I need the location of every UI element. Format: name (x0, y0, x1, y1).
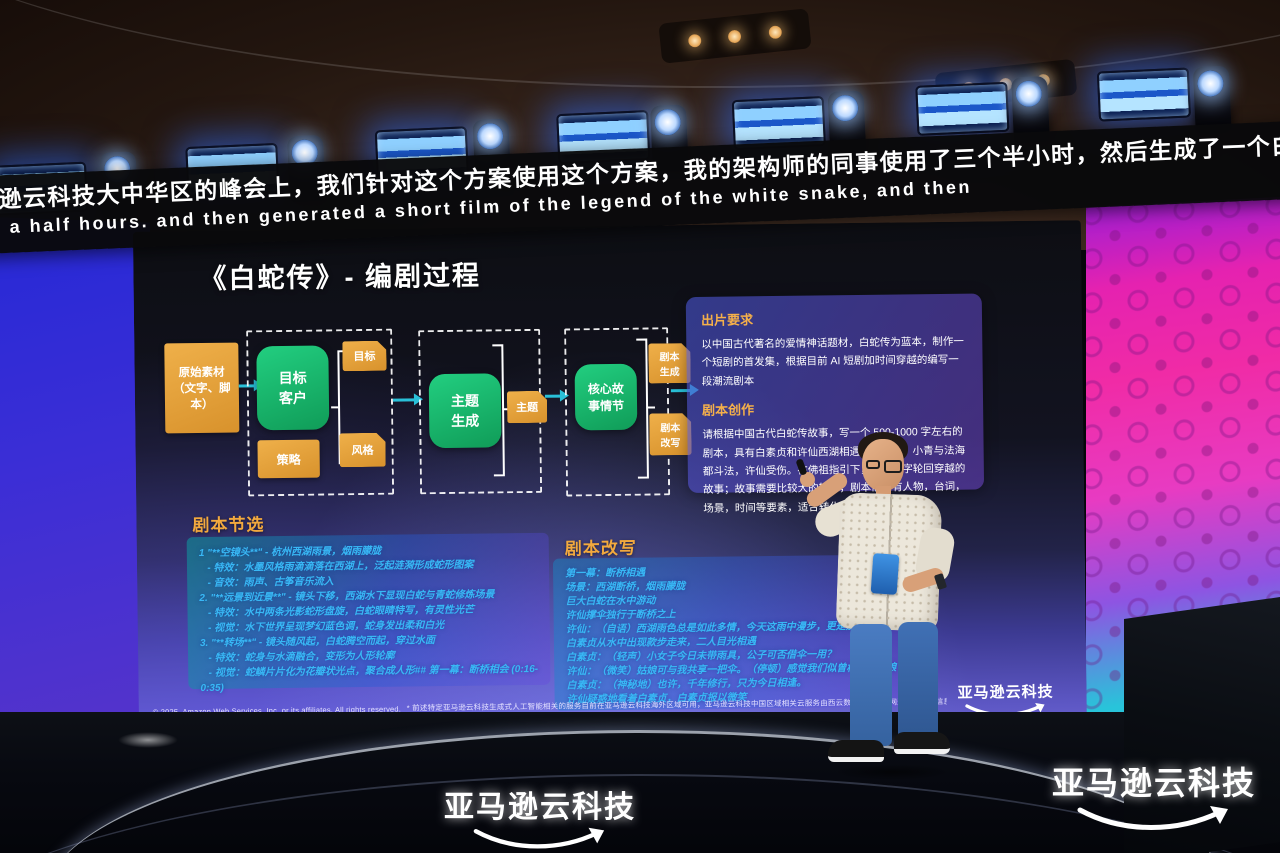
flow-tag-theme: 主题 (507, 391, 547, 423)
flow-arrow-icon (392, 398, 415, 402)
flow-arrow-icon (544, 394, 561, 398)
stage-edge-glow (118, 732, 178, 748)
aws-smile-logo: 亚马逊云科技 (1028, 758, 1280, 834)
excerpt-line: - 视觉：蛇鳞片片化为花瓣状光点，聚合成人形## 第一幕：断桥相会 (0:16-… (200, 663, 539, 695)
presenter-clicker (795, 458, 808, 476)
flow-tag-goal: 目标 (342, 341, 386, 372)
presenter-left-shoe (828, 740, 884, 762)
presenter-glasses (866, 460, 902, 473)
creation-heading: 剧本创作 (702, 402, 755, 418)
excerpt-box: 1 "**空镜头**" - 杭州西湖雨景，烟雨朦胧 - 特效：水墨风格雨滴滴落在… (186, 532, 551, 694)
flow-core-story-box: 核心故 事情节 (574, 363, 638, 431)
presenter-badge (870, 553, 900, 595)
left-led-panel (0, 217, 150, 747)
stage-edge-light-line (44, 730, 1234, 853)
brand-text: 亚马逊云科技 (1051, 765, 1256, 801)
slide-title: 《白蛇传》- 编剧过程 (199, 260, 482, 294)
bracket-connector-icon (636, 338, 656, 479)
presenter-right-hand (800, 472, 815, 487)
led-wash-light (1096, 67, 1191, 122)
flow-strategy-box: 策略 (257, 439, 320, 479)
aws-smile-logo: 亚马逊云科技 (398, 782, 682, 852)
presenter (795, 432, 970, 780)
smile-arrow-icon (473, 827, 605, 849)
requirements-body: 以中国古代著名的爱情神话题材，白蛇传为蓝本，制作一个短剧的首发集，根据目前 AI… (701, 335, 964, 388)
stage-floor (0, 712, 1280, 853)
presenter-right-shoe (894, 732, 950, 754)
led-wash-light (915, 81, 1010, 136)
presenter-left-leg (850, 624, 892, 746)
brand-text: 亚马逊云科技 (444, 791, 636, 824)
rewrite-heading: 剧本改写 (564, 538, 637, 559)
flow-tag-script-rewrite: 剧本 改写 (649, 413, 692, 456)
flow-tag-script-gen: 剧本 生成 (648, 343, 690, 384)
presenter-shadow (832, 764, 952, 780)
flow-source-box: 原始素材 （文字、脚本） (164, 342, 240, 434)
requirements-heading: 出片要求 (700, 312, 754, 328)
smile-arrow-icon (1077, 806, 1228, 830)
ceiling-curve-line (0, 0, 1280, 88)
presenter-right-leg (898, 622, 938, 740)
flow-tag-style: 风格 (339, 433, 385, 468)
stage-edge-light-line (0, 774, 1280, 853)
flow-target-customer-box: 目标 客户 (256, 345, 330, 431)
excerpt-heading: 剧本节选 (192, 515, 265, 536)
presenter-head (862, 439, 904, 491)
